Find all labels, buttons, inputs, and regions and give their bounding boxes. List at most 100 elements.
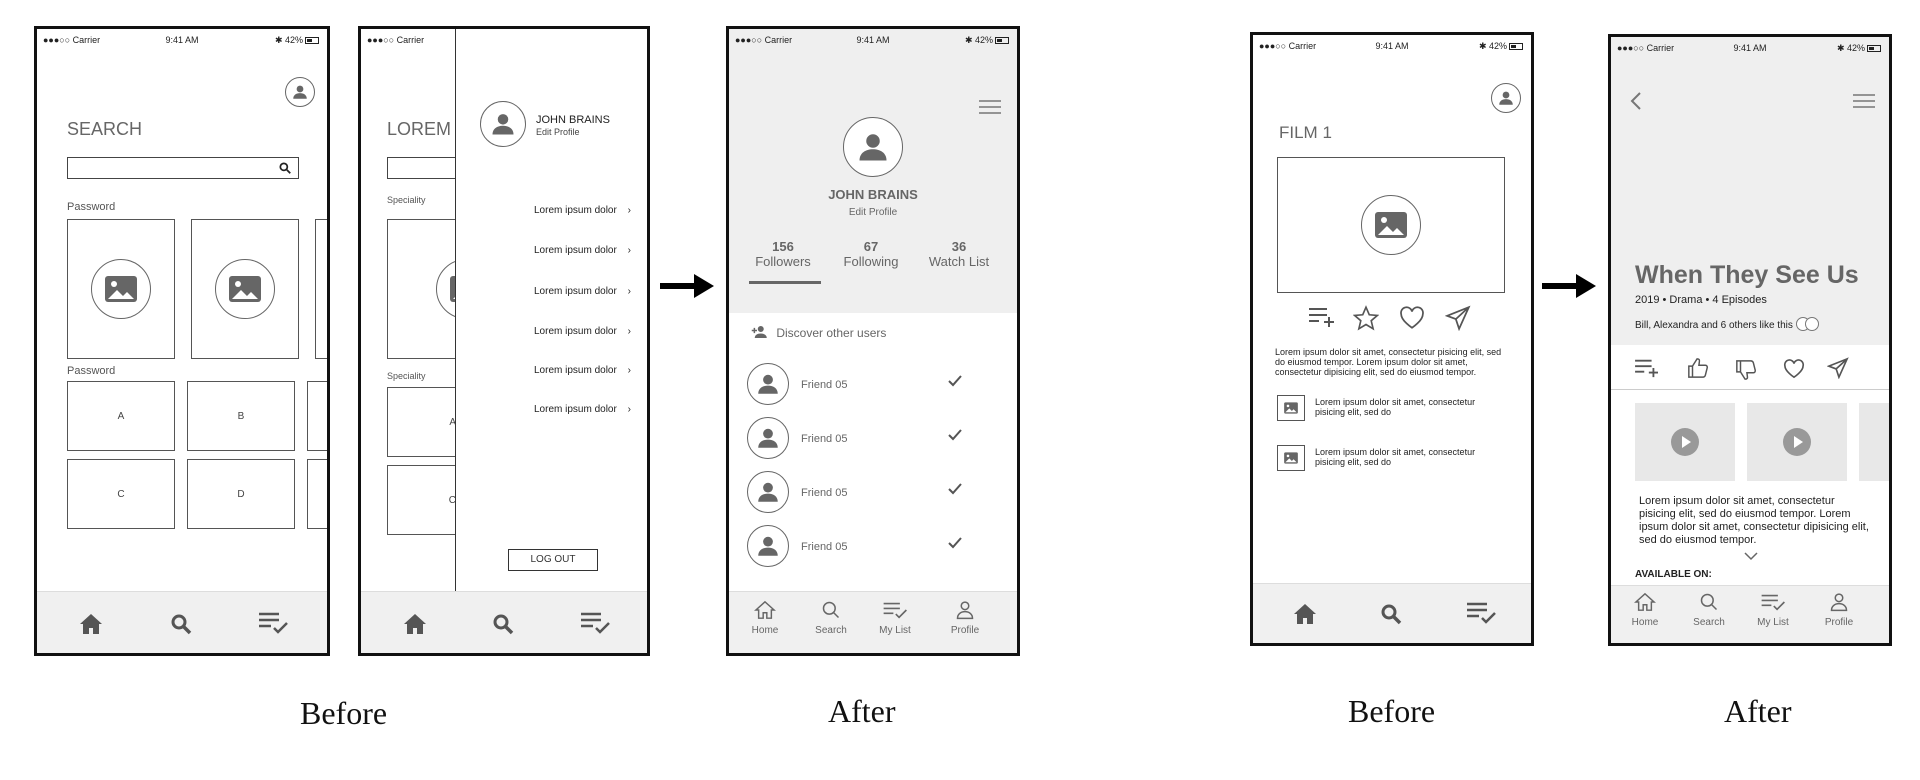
carrier-label: ●●●○○ Carrier [43,35,101,45]
check-icon[interactable] [947,427,963,443]
image-placeholder [91,259,151,319]
phone-search-before: ●●●○○ Carrier 9:41 AM ✱ 42% SEARCH Passw… [34,26,330,656]
menu-item-label: Lorem ipsum dolor [534,286,617,297]
caption-after: After [828,693,896,729]
profile-avatar[interactable] [843,117,903,177]
list-check-icon[interactable] [1465,600,1497,626]
tab-home[interactable]: Home [1615,592,1675,628]
send-icon[interactable] [1445,305,1471,331]
section-label: Speciality [387,195,426,205]
thumb[interactable] [1277,445,1305,471]
tab-profile[interactable]: Profile [1809,592,1869,628]
arrow-right-icon [1542,274,1596,298]
menu-avatar[interactable] [480,101,526,147]
search-icon[interactable] [1379,602,1403,626]
tab-bar: Home Search My List Profile [729,591,1017,653]
tab-profile[interactable]: Profile [935,600,995,636]
tile-label: A [449,416,456,428]
tile-c[interactable]: C [67,459,175,529]
tile-d[interactable]: D [187,459,295,529]
menu-item[interactable]: Lorem ipsum dolor › [534,245,631,256]
back-icon[interactable] [1629,91,1643,111]
stat-following[interactable]: 67 Following [833,239,909,269]
carrier-label: ●●●○○ Carrier [1259,41,1317,51]
edit-profile-link[interactable]: Edit Profile [848,207,898,218]
tile-a[interactable]: A [67,381,175,451]
menu-item[interactable]: Lorem ipsum dolor › [534,326,631,337]
friend-row[interactable]: Friend 05 [747,363,987,409]
tile-b[interactable]: B [187,381,295,451]
tile-partial[interactable] [307,381,327,451]
tab-bar [361,591,647,653]
home-icon[interactable] [403,612,427,636]
add-list-icon[interactable] [1307,305,1337,329]
search-icon [279,162,291,174]
tab-my-list[interactable]: My List [1743,592,1803,628]
thumb[interactable] [1277,395,1305,421]
chevron-down-icon[interactable] [1743,551,1759,561]
menu-item[interactable]: Lorem ipsum dolor › [534,205,631,216]
image-icon [105,276,137,302]
menu-item-label: Lorem ipsum dolor [534,205,617,216]
caption-before: Before [300,695,388,731]
menu-icon[interactable] [1853,93,1875,109]
image-card[interactable] [67,219,175,359]
battery-percent: 42% [1846,43,1865,53]
image-card-partial[interactable] [315,219,327,359]
battery-percent: 42% [974,35,993,45]
profile-avatar-button[interactable] [1491,83,1521,113]
menu-item[interactable]: Lorem ipsum dolor › [534,286,631,297]
stat-followers[interactable]: 156 Followers [745,239,821,269]
list-check-icon[interactable] [579,610,611,636]
friend-row[interactable]: Friend 05 [747,525,987,571]
send-icon[interactable] [1827,357,1849,379]
profile-avatar-button[interactable] [285,77,315,107]
thumbs-down-icon[interactable] [1735,359,1757,381]
search-icon[interactable] [169,612,193,636]
add-list-icon[interactable] [1633,357,1661,379]
menu-item-label: Lorem ipsum dolor [534,245,617,256]
friend-row[interactable]: Friend 05 [747,417,987,463]
heart-icon[interactable] [1783,359,1805,379]
tile-c[interactable]: C [387,465,467,535]
friend-row[interactable]: Friend 05 [747,471,987,517]
check-icon[interactable] [947,535,963,551]
tile-partial[interactable] [307,459,327,529]
menu-item-label: Lorem ipsum dolor [534,326,617,337]
film-poster[interactable] [1277,157,1505,293]
tab-search[interactable]: Search [1679,592,1739,628]
menu-item[interactable]: Lorem ipsum dolor › [534,365,631,376]
search-icon [822,601,840,619]
check-icon[interactable] [947,373,963,389]
list-check-icon[interactable] [257,610,289,636]
logout-button[interactable]: LOG OUT [508,549,598,571]
stat-watch-list[interactable]: 36 Watch List [919,239,999,269]
profile-name: JOHN BRAINS [828,187,918,202]
search-icon [1700,593,1718,611]
video-thumb-partial[interactable] [1859,403,1889,481]
show-title: When They See Us [1635,261,1859,289]
heart-icon[interactable] [1399,306,1425,330]
menu-icon[interactable] [979,99,1001,115]
search-icon[interactable] [491,612,515,636]
video-thumb[interactable] [1747,403,1847,481]
home-icon[interactable] [1293,602,1317,626]
tab-home[interactable]: Home [735,600,795,636]
discover-users-row[interactable]: Discover other users [751,325,886,340]
tab-search[interactable]: Search [801,600,861,636]
search-input[interactable] [67,157,299,179]
home-icon[interactable] [79,612,103,636]
battery-icon [305,37,319,45]
menu-edit-profile-link[interactable]: Edit Profile [536,127,580,137]
check-icon[interactable] [947,481,963,497]
video-thumb[interactable] [1635,403,1735,481]
tab-my-list[interactable]: My List [865,600,925,636]
star-icon[interactable] [1353,305,1379,331]
menu-item[interactable]: Lorem ipsum dolor › [534,404,631,415]
stat-label: Watch List [928,254,990,269]
arrow-right-icon [660,274,714,298]
tab-label: Home [751,625,779,636]
thumbs-up-icon[interactable] [1687,357,1709,379]
discover-label: Discover other users [776,326,887,340]
image-card[interactable] [191,219,299,359]
